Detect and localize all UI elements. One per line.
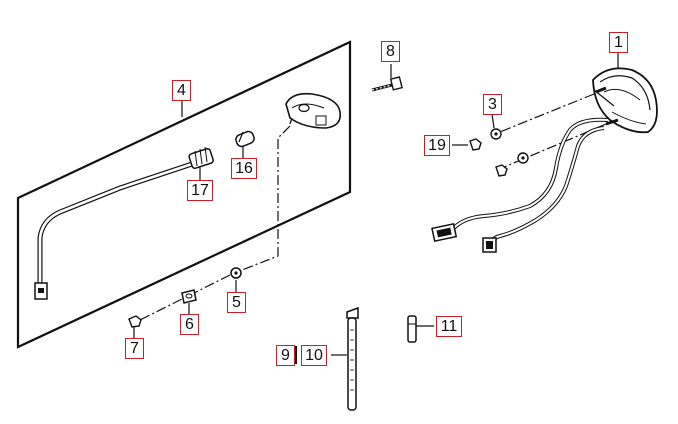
panel-sheet (16, 40, 352, 349)
leader-3 (491, 113, 495, 129)
callout-8: 8 (381, 41, 400, 62)
cable-tie (346, 306, 359, 411)
callout-9: 9 (276, 345, 295, 366)
callout-6: 6 (180, 314, 199, 335)
callout-7: 7 (125, 338, 144, 359)
lamp-housing (285, 92, 342, 129)
callout-3: 3 (483, 94, 502, 115)
callout-19: 19 (424, 135, 450, 156)
nut-19a (469, 138, 482, 151)
bolt (371, 76, 403, 92)
callout-5: 5 (227, 292, 246, 313)
clip-11 (407, 315, 417, 343)
harness-connector-b (482, 237, 497, 253)
callout-1: 1 (609, 32, 628, 53)
nut-19b (495, 164, 508, 177)
callout-16: 16 (231, 158, 257, 179)
callout-11: 11 (436, 316, 462, 337)
callout-separator (295, 346, 297, 364)
harness-connector-a (431, 222, 458, 243)
assembly-axis-3 (499, 93, 595, 133)
callout-17: 17 (187, 180, 213, 201)
assembly-axis-5 (241, 125, 291, 271)
lamp-wiring-harness (450, 117, 609, 245)
nut-7 (128, 315, 142, 328)
bulb (235, 130, 255, 148)
bulb-socket (188, 146, 214, 169)
callout-4: 4 (172, 80, 191, 101)
callout-10: 10 (301, 345, 327, 366)
tail-lamp (592, 67, 658, 134)
clip-6 (181, 289, 197, 304)
